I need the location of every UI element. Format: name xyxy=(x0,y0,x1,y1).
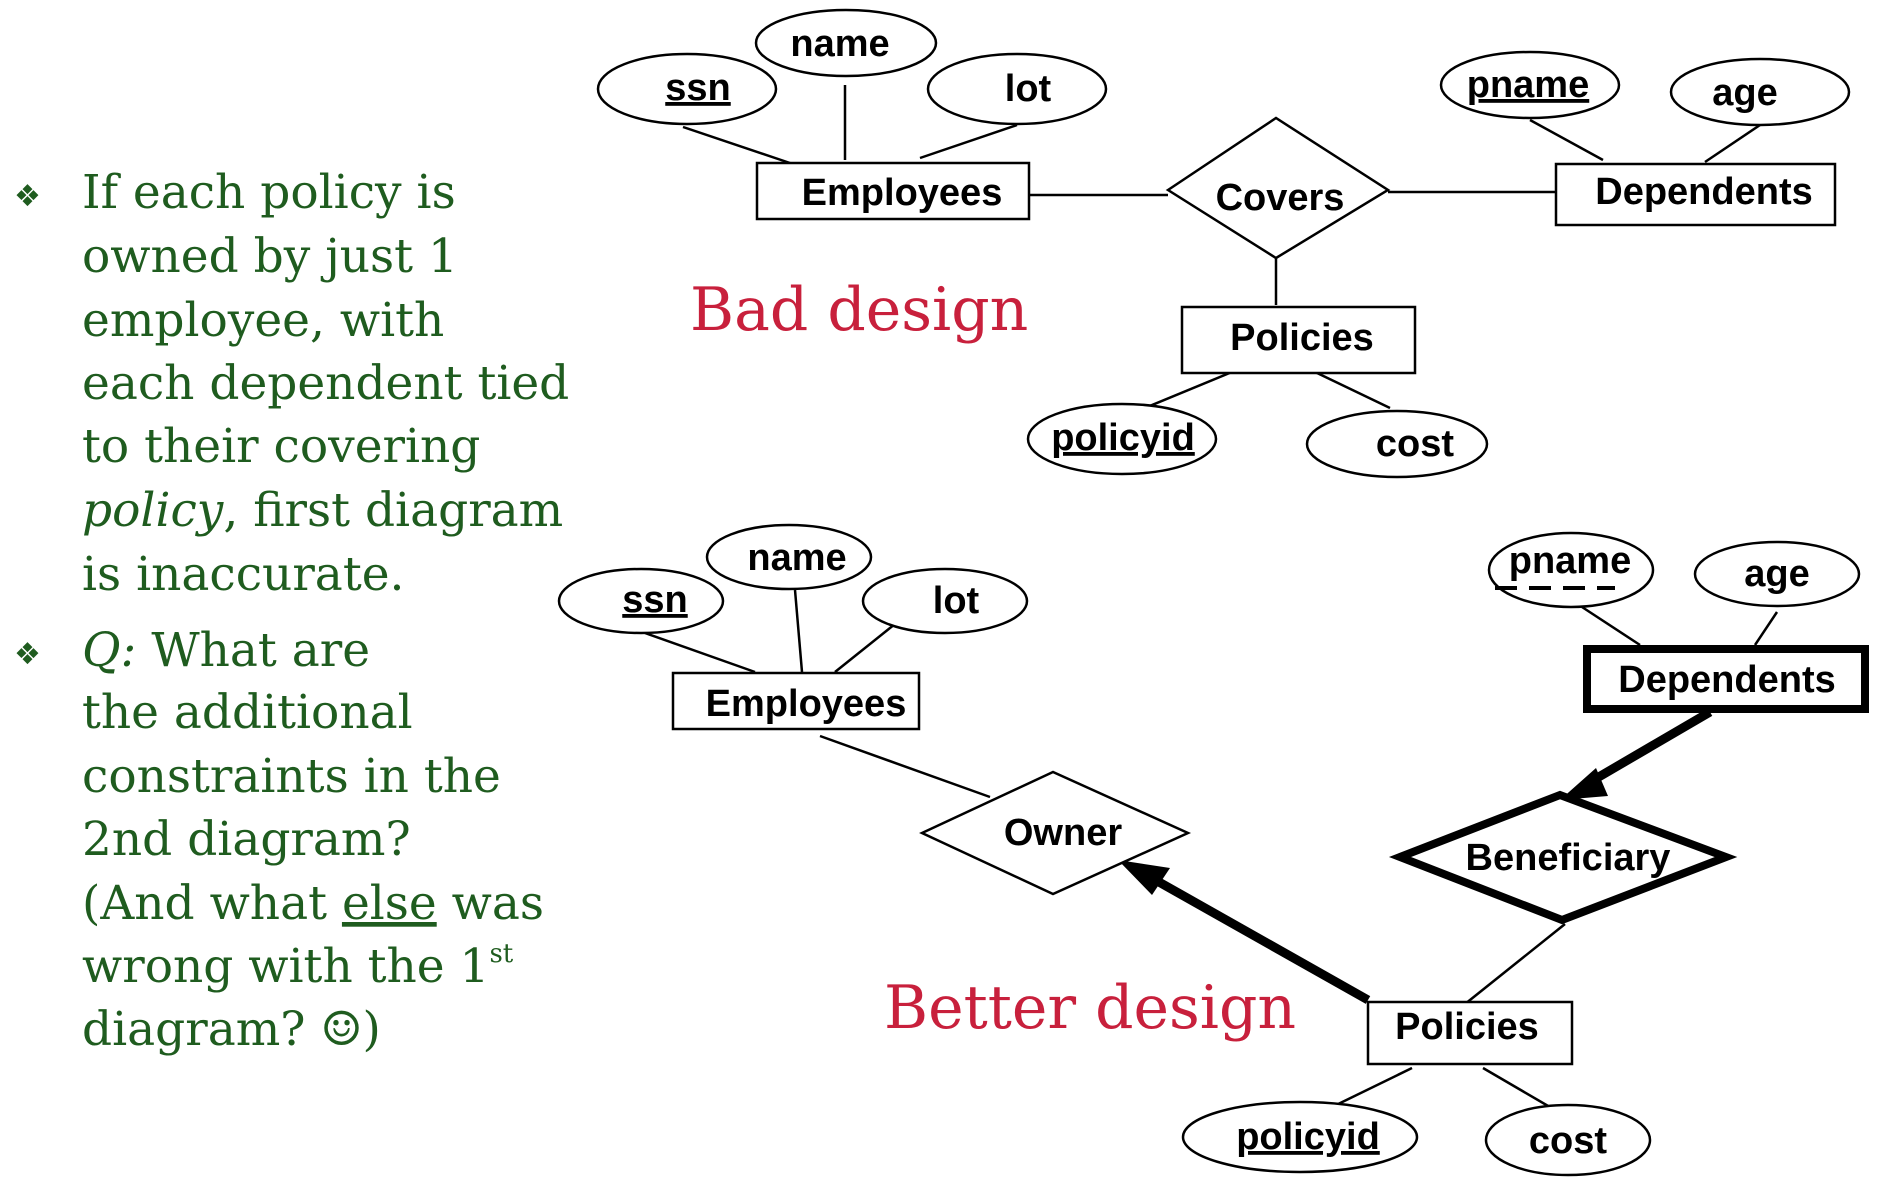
bullet-2-line-4: 2nd diagram? xyxy=(82,812,411,867)
better-employees-owner-link xyxy=(819,734,991,799)
bad-dependents-entity xyxy=(1554,162,1837,227)
first-superscript: st xyxy=(489,939,513,969)
bullet-2-line-6: wrong with the 1st xyxy=(82,939,514,994)
bad-dependents-label: Dependents xyxy=(1595,171,1812,213)
bad-pname-link xyxy=(1529,118,1604,162)
better-policies-owner-arrow xyxy=(1140,869,1371,1004)
bad-pname-attribute xyxy=(1439,50,1621,120)
else-underlined: else xyxy=(342,876,437,931)
bad-ssn-link xyxy=(682,125,791,165)
bad-policyid-link xyxy=(1139,370,1233,412)
else-post: was xyxy=(437,876,544,931)
bullet-2-line-1-rest: What are xyxy=(136,623,370,678)
better-age-label: age xyxy=(1744,553,1809,595)
bad-name-label: name xyxy=(790,23,889,65)
bad-covers-label: Covers xyxy=(1216,177,1345,219)
bad-employees-label: Employees xyxy=(802,172,1003,214)
bad-cost-attribute xyxy=(1305,409,1489,479)
better-policies-entity xyxy=(1366,1000,1574,1066)
better-age-attribute xyxy=(1693,540,1861,608)
bad-policyid-attribute xyxy=(1026,402,1218,476)
bullet-2-line-1: Q: What are xyxy=(82,623,370,678)
better-name-link xyxy=(793,589,804,673)
better-owner-label: Owner xyxy=(1004,812,1122,854)
bullet-2-line-5: (And what else was xyxy=(82,876,544,931)
bad-policies-label: Policies xyxy=(1230,317,1374,359)
bad-employees-entity xyxy=(755,161,1031,221)
bullet-1-line-3: employee, with xyxy=(82,293,444,348)
bullet-2-line-2: the additional xyxy=(82,685,413,740)
better-pname-label: pname xyxy=(1509,540,1631,582)
bad-lot-label: lot xyxy=(1005,68,1052,110)
better-employees-entity xyxy=(671,671,921,731)
bullet-1-line-7: is inaccurate. xyxy=(82,547,404,602)
bullet-1-line-4: each dependent tied xyxy=(82,356,569,411)
policy-italic: policy xyxy=(82,483,225,538)
better-name-attribute xyxy=(705,523,873,591)
better-cost-label: cost xyxy=(1529,1120,1607,1162)
bullet-2-line-3: constraints in the xyxy=(82,749,501,804)
bad-age-link xyxy=(1704,123,1761,164)
better-dependents-beneficiary-arrow xyxy=(1582,708,1713,789)
bullet-1-line-6: policy, first diagram xyxy=(82,483,563,538)
better-pname-link xyxy=(1581,605,1641,647)
better-cost-link xyxy=(1482,1066,1556,1112)
bad-design-diagram: ssn name lot pname age policyid cost Emp… xyxy=(596,8,1851,479)
better-owner-relationship xyxy=(919,770,1192,896)
better-dependents-label: Dependents xyxy=(1618,659,1835,701)
better-name-label: name xyxy=(747,537,846,579)
bad-policies-entity xyxy=(1180,305,1417,375)
bullet-1-line-1: If each policy is xyxy=(82,165,456,220)
bad-pname-label: pname xyxy=(1467,64,1589,106)
beneficiary-arrowhead-icon xyxy=(1560,768,1608,800)
better-age-link xyxy=(1753,611,1779,646)
bullet-2-line-7: diagram? ☺) xyxy=(82,1002,381,1057)
better-cost-attribute xyxy=(1484,1103,1652,1177)
better-ssn-attribute xyxy=(557,567,725,635)
bullet-icon: ❖ xyxy=(14,179,41,214)
bad-covers-relationship xyxy=(1165,116,1391,260)
first-pre: wrong with the 1 xyxy=(82,939,489,994)
else-pre: (And what xyxy=(82,876,342,931)
bad-cost-link xyxy=(1314,370,1391,410)
better-lot-link xyxy=(834,623,896,673)
better-ssn-label: ssn xyxy=(622,579,687,621)
q-label: Q: xyxy=(82,623,136,678)
better-policies-label: Policies xyxy=(1395,1006,1539,1048)
bad-policyid-label: policyid xyxy=(1051,417,1195,459)
owner-arrowhead-icon xyxy=(1118,860,1170,895)
bad-lot-attribute xyxy=(926,52,1108,126)
better-policyid-attribute xyxy=(1181,1100,1419,1174)
bad-age-attribute xyxy=(1669,57,1851,127)
bullet-icon: ❖ xyxy=(14,637,41,672)
bad-design-caption: Bad design xyxy=(690,275,1028,345)
better-beneficiary-label: Beneficiary xyxy=(1466,837,1671,879)
bad-ssn-label: ssn xyxy=(665,67,730,109)
better-employees-label: Employees xyxy=(706,683,907,725)
better-policyid-link xyxy=(1329,1066,1413,1110)
better-dependents-weak-entity xyxy=(1583,645,1869,713)
bad-cost-label: cost xyxy=(1376,423,1454,465)
bullet-list: ❖ If each policy is owned by just 1 empl… xyxy=(14,165,569,1057)
bad-age-label: age xyxy=(1712,72,1777,114)
better-beneficiary-policies-link xyxy=(1464,923,1566,1005)
better-lot-attribute xyxy=(861,567,1029,635)
bullet-1-line-6-rest: , first diagram xyxy=(223,483,563,538)
better-lot-label: lot xyxy=(933,580,980,622)
better-beneficiary-identifying-relationship xyxy=(1388,790,1738,925)
better-design-caption: Better design xyxy=(884,973,1296,1043)
better-policyid-label: policyid xyxy=(1236,1116,1380,1158)
bad-name-attribute xyxy=(754,8,938,78)
bad-lot-link xyxy=(919,123,1018,160)
better-design-diagram: ssn name lot pname age policyid cost Emp… xyxy=(557,523,1869,1177)
bad-ssn-attribute xyxy=(596,52,778,126)
bullet-1-line-5: to their covering xyxy=(82,419,480,474)
bullet-1-line-2: owned by just 1 xyxy=(82,229,458,284)
better-ssn-link xyxy=(644,631,756,674)
